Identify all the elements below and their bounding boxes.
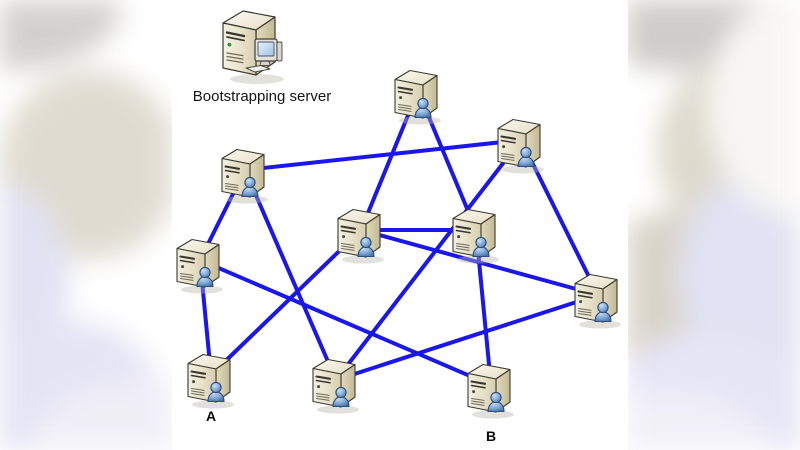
server-peer-icon: [217, 144, 273, 208]
server-peer-icon: [308, 354, 364, 418]
peer-node-n3[interactable]: [217, 144, 273, 208]
blurred-background-left: [0, 0, 173, 450]
server-peer-icon: [172, 234, 228, 298]
bootstrapping-server-label: Bootstrapping server: [192, 88, 332, 105]
server-peer-icon: [333, 204, 389, 268]
peer-node-n6[interactable]: [172, 234, 228, 298]
server-peer-icon: [493, 114, 549, 178]
peer-node-n2[interactable]: [493, 114, 549, 178]
peer-node-nA[interactable]: [183, 349, 239, 413]
node-label-nA: A: [205, 408, 217, 424]
peer-node-n1[interactable]: [390, 65, 446, 129]
server-peer-icon: [570, 269, 626, 333]
network-edge: [209, 228, 363, 377]
network-edge: [334, 138, 523, 382]
server-tower-with-monitor-icon: [217, 6, 293, 90]
network-edge: [359, 228, 600, 297]
peer-node-n7[interactable]: [570, 269, 626, 333]
peer-node-n5[interactable]: [448, 204, 504, 268]
peer-node-n9[interactable]: [308, 354, 364, 418]
server-peer-icon: [463, 359, 519, 423]
blurred-background-right: [627, 0, 800, 450]
server-peer-icon: [390, 65, 446, 129]
server-peer-icon: [448, 204, 504, 268]
network-diagram-canvas: [172, 0, 628, 450]
network-edge: [198, 258, 493, 387]
peer-node-nB[interactable]: [463, 359, 519, 423]
peer-node-n4[interactable]: [333, 204, 389, 268]
network-edge: [243, 138, 523, 172]
network-edge: [334, 293, 600, 382]
bootstrapping-server-node[interactable]: [217, 6, 293, 90]
node-label-nB: B: [485, 428, 497, 444]
network-edge: [243, 168, 338, 382]
server-peer-icon: [183, 349, 239, 413]
